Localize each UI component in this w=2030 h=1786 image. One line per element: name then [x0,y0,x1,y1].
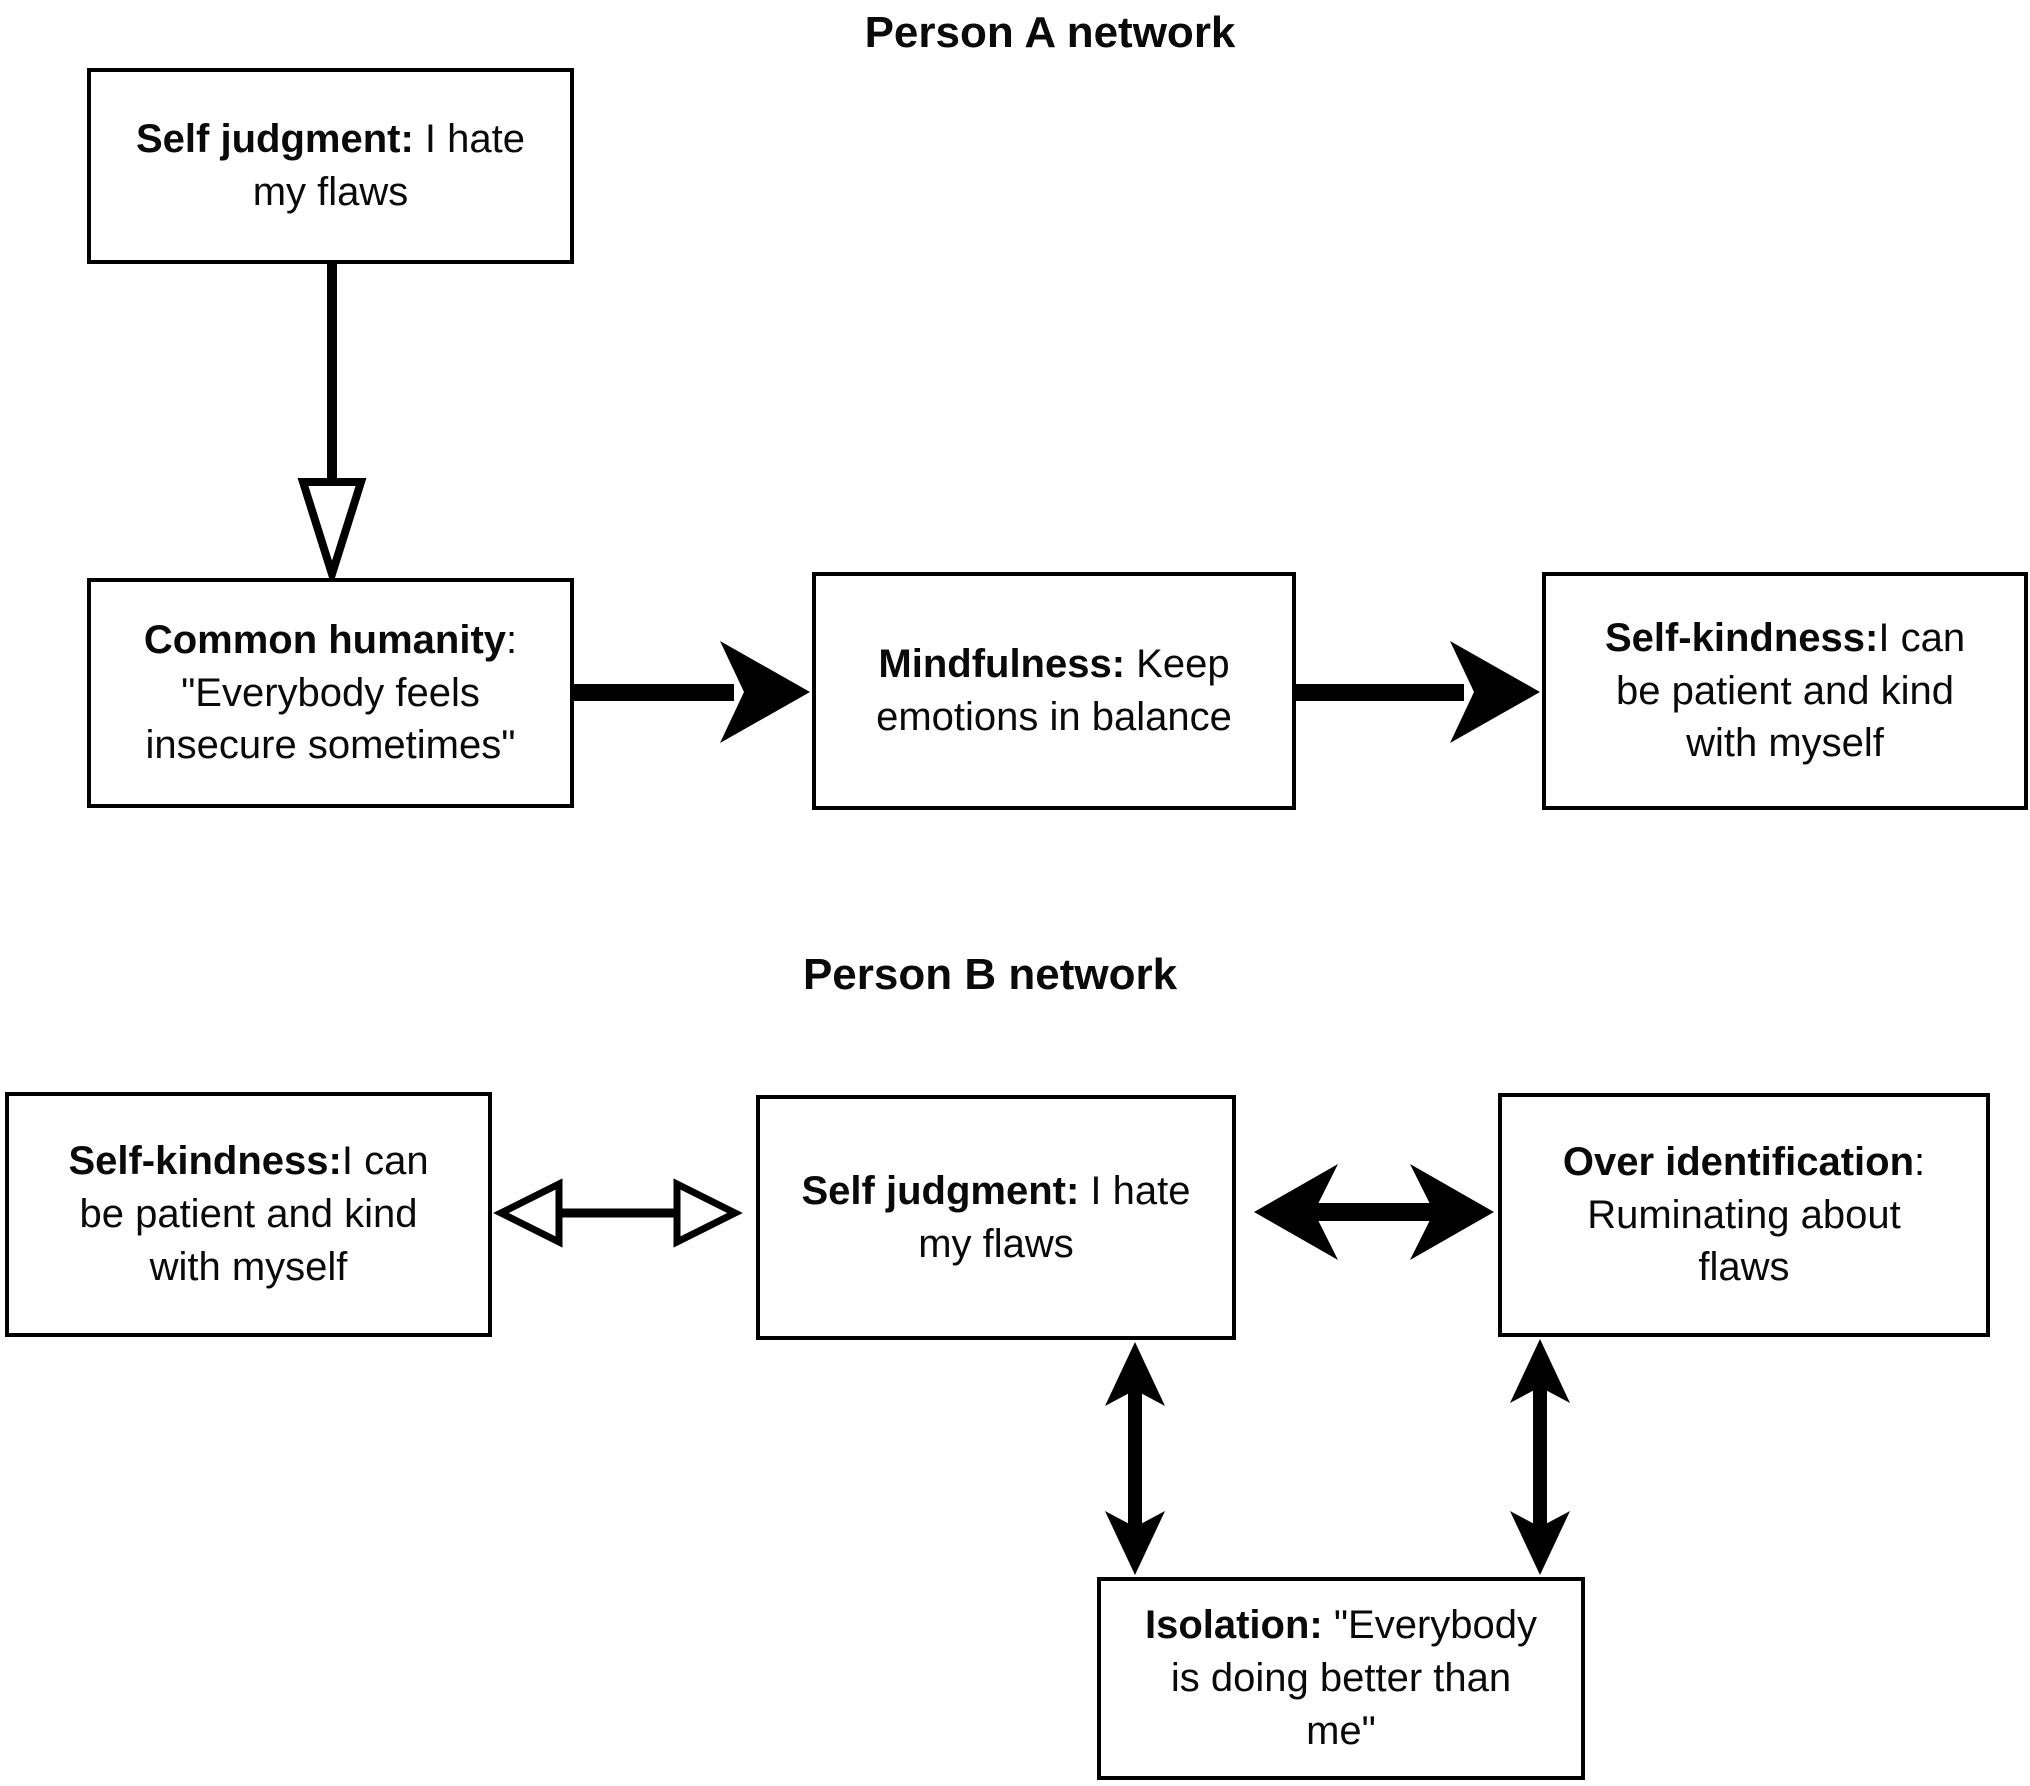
arrow-self-judgment-to-common-humanity [297,264,367,588]
box-a-common-humanity-body: : "Everybody feels insecure sometimes" [145,617,518,768]
box-b-self-kindness: Self-kindness:I can be patient and kind … [5,1092,492,1337]
box-a-self-judgment-body: I hate my flaws [252,117,525,214]
arrow-shaft [327,264,337,486]
hollow-arrowhead-down-icon [297,478,367,588]
network-a-title: Person A network [864,8,1236,57]
arrow-shaft [1302,1203,1446,1221]
filled-arrowhead-right-icon [1450,641,1540,743]
box-b-self-judgment-text: Self judgment: I hate my flaws [796,1165,1196,1271]
arrow-mindfulness-to-self-kindness [1296,641,1540,743]
box-a-mindfulness-text: Mindfulness: Keep emotions in balance [854,638,1254,744]
box-a-self-judgment-label: Self judgment: [136,117,414,162]
arrow-shaft [1128,1380,1142,1537]
filled-arrowhead-down-icon [1510,1511,1570,1575]
arrow-b-self-kindness-self-judgment [493,1178,743,1248]
box-b-over-identification-body: : Ruminating about flaws [1587,1139,1926,1290]
box-a-common-humanity-label: Common humanity [143,617,507,662]
arrow-common-humanity-to-mindfulness [574,641,810,743]
box-a-mindfulness-label: Mindfulness: [878,642,1126,687]
box-b-self-judgment-body: I hate my flaws [918,1168,1191,1266]
box-a-self-judgment: Self judgment: I hate my flaws [87,68,574,264]
box-a-common-humanity-text: Common humanity: "Everybody feels insecu… [131,614,531,772]
filled-arrowhead-down-icon [1105,1511,1165,1575]
box-b-self-judgment-label: Self judgment: [801,1168,1080,1213]
network-b-title: Person B network [802,950,1178,999]
box-b-isolation-label: Isolation: [1144,1603,1323,1648]
hollow-arrowhead-left-icon [493,1178,563,1248]
box-b-isolation-body: "Everybody is doing better than me" [1170,1603,1538,1753]
box-a-self-kindness-body: I can be patient and kind with myself [1615,615,1966,766]
box-b-isolation: Isolation: "Everybody is doing better th… [1097,1577,1585,1780]
box-a-self-judgment-text: Self judgment: I hate my flaws [131,113,531,219]
box-b-over-identification-text: Over identification: Ruminating about fl… [1544,1136,1944,1294]
filled-arrowhead-up-icon [1510,1339,1570,1403]
arrow-b-over-identification-isolation [1510,1339,1570,1575]
filled-arrowhead-right-icon [720,641,810,743]
filled-arrowhead-right-icon [1410,1164,1494,1260]
box-a-self-kindness: Self-kindness:I can be patient and kind … [1542,572,2028,810]
arrow-shaft [1533,1377,1547,1537]
hollow-arrowhead-right-icon [673,1178,743,1248]
box-b-over-identification: Over identification: Ruminating about fl… [1498,1093,1990,1337]
box-b-isolation-text: Isolation: "Everybody is doing better th… [1141,1599,1541,1757]
box-a-self-kindness-text: Self-kindness:I can be patient and kind … [1585,612,1985,770]
filled-arrowhead-left-icon [1254,1164,1338,1260]
filled-arrowhead-up-icon [1105,1342,1165,1406]
arrow-shaft [1296,684,1464,701]
box-b-self-judgment: Self judgment: I hate my flaws [756,1095,1236,1340]
box-b-self-kindness-body: I can be patient and kind with myself [79,1139,429,1289]
box-a-mindfulness-body: Keep emotions in balance [876,642,1232,739]
arrow-shaft [559,1208,677,1218]
arrow-b-self-judgment-over-identification [1254,1164,1494,1260]
arrow-b-self-judgment-isolation [1105,1342,1165,1575]
box-b-self-kindness-label: Self-kindness: [68,1139,342,1184]
box-a-self-kindness-label: Self-kindness: [1604,615,1879,660]
box-a-mindfulness: Mindfulness: Keep emotions in balance [812,572,1296,810]
box-b-self-kindness-text: Self-kindness:I can be patient and kind … [49,1135,449,1293]
box-a-common-humanity: Common humanity: "Everybody feels insecu… [87,578,574,808]
arrow-shaft [574,684,734,701]
box-b-over-identification-label: Over identification [1562,1139,1915,1184]
